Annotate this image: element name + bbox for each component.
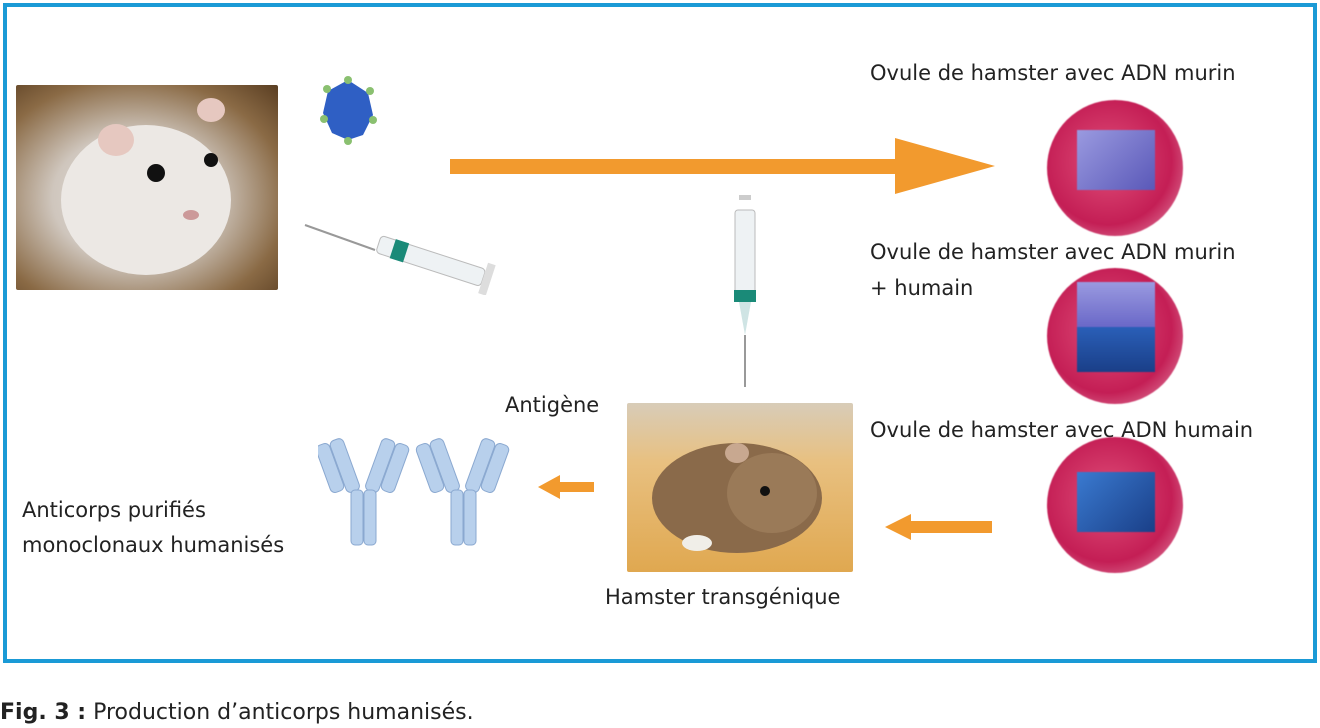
syringe-vertical-icon <box>734 195 756 387</box>
caption-prefix: Fig. 3 : <box>0 700 87 725</box>
transgenic-hamster-photo <box>627 403 853 572</box>
ovum-mixed <box>1047 268 1183 404</box>
ovum-mixed-label-line2: + humain <box>870 276 974 300</box>
ovum-mixed-label-line1: Ovule de hamster avec ADN murin <box>870 240 1236 264</box>
antibodies-label-line2: monoclonaux humanisés <box>22 533 285 557</box>
dna-human-image <box>1077 472 1155 532</box>
arrow-left-1 <box>885 514 992 540</box>
figure-frame <box>3 3 1317 663</box>
caption-text: Production d’anticorps humanisés. <box>86 700 474 725</box>
ovum-human-label: Ovule de hamster avec ADN humain <box>870 418 1254 442</box>
antibodies-label-line1: Anticorps purifiés <box>22 498 206 522</box>
hamster-photo <box>16 85 278 290</box>
hamster-face-icon <box>61 98 231 275</box>
transgenic-hamster-label: Hamster transgénique <box>605 585 841 609</box>
syringe-icon <box>304 224 496 295</box>
hamster-brown-icon <box>652 443 822 553</box>
ovum-murine <box>1047 100 1183 236</box>
ovum-human <box>1047 437 1183 573</box>
dna-mixed-image <box>1077 282 1155 372</box>
arrow-right-large <box>450 138 995 194</box>
antigen-label: Antigène <box>505 393 600 417</box>
figure-caption: Fig. 3 : Production d’anticorps humanisé… <box>0 700 474 725</box>
antigen-icon <box>320 76 377 145</box>
ovum-murine-label: Ovule de hamster avec ADN murin <box>870 61 1236 85</box>
arrow-left-2 <box>538 475 594 499</box>
antibodies-icon <box>318 438 510 546</box>
dna-murine-image <box>1077 130 1155 190</box>
